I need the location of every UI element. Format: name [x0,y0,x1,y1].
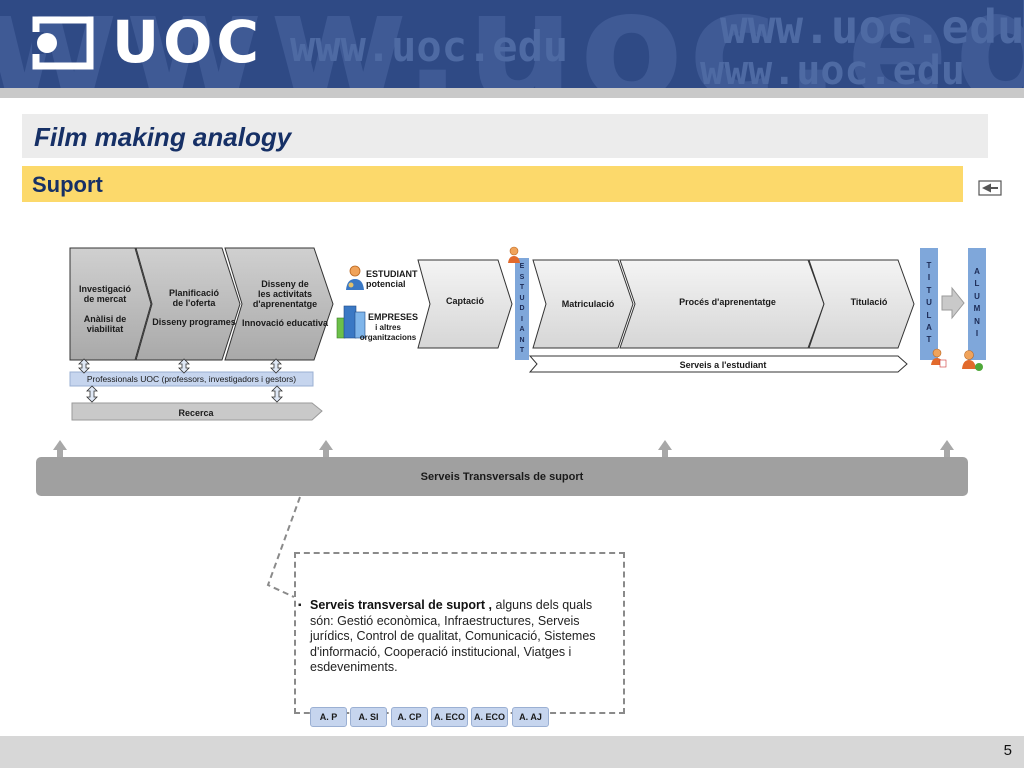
process-step-label: Matriculació [561,299,615,309]
process-step-shape [417,259,513,349]
process-step-shape [808,259,915,349]
up-arrow-icons [53,440,954,457]
planning-step-subtitle: Innovació educativa [241,318,329,328]
callout-leader-line [266,496,301,598]
estudiant-vertical-bar [515,258,529,360]
planning-step-shape [224,247,334,361]
area-tag: A. P [310,707,347,727]
header-url-tertiary: www.uoc.edu [700,48,965,88]
title-bar: Film making analogy [22,114,988,158]
transversal-services-label: Serveis Transversals de suport [420,471,584,483]
audience-companies-subtitle: i altres organitzacions [359,323,417,342]
callout-box: ▪ Serveis transversal de suport , alguns… [294,552,625,714]
titulat-vertical-bar [920,248,938,360]
process-step-label: Procés d'aprenentatge [679,297,776,307]
header-url-secondary: www.uoc.edu [720,0,1024,54]
student-person-icon [508,246,520,263]
callout-text: ▪ Serveis transversal de suport , alguns… [298,598,610,676]
uoc-logo-icon [32,16,94,70]
student-services-bar-label: Serveis a l'estudiant [679,360,767,370]
transition-arrow-icon [941,286,965,320]
planning-step-title: Investigació de mercat [78,284,132,304]
student-services-bar-shape [528,355,908,373]
area-tag: A. ECO [431,707,468,727]
callout-body-text: alguns dels quals són: Gestió econòmica,… [310,598,596,674]
page-title: Film making analogy [34,122,292,152]
recycle-person-icon [962,350,983,371]
header-divider [0,88,1024,98]
transversal-services-bar: Serveis Transversals de suport [36,457,968,496]
page-number: 5 [1003,742,1012,759]
area-tag: A. AJ [512,707,549,727]
page-subtitle: Suport [32,172,103,197]
research-bar-label: Recerca [178,408,214,418]
subtitle-bar: Suport [22,166,963,202]
research-bar-shape [71,402,323,421]
audience-student-label: ESTUDIANT potencial [366,269,418,289]
process-step-shape [619,259,825,349]
estudiant-vertical-label: E S T U D I A N T [519,263,525,354]
person-icon [346,265,364,290]
titulat-vertical-label: T I T U L A T [926,261,932,345]
area-tag: A. CP [391,707,428,727]
back-arrow-icon[interactable] [978,180,1002,196]
footer-bar: 5 [0,736,1024,768]
certificate-person-icon [931,348,947,368]
area-tag: A. ECO [471,707,508,727]
area-tag: A. SI [350,707,387,727]
planning-step-shape [135,247,241,361]
audience-companies-title: EMPRESES [368,312,419,322]
header-banner: www.uoc.edu www.uoc.edu www.uoc.edu www.… [0,0,1024,88]
process-step-label: Titulació [850,297,888,307]
professionals-bar-label: Professionals UOC (professors, investiga… [86,374,297,384]
planning-step-title: Planificació de l'oferta [168,288,220,308]
professionals-bar-shape [69,371,314,387]
header-watermark: www.uoc.edu [0,0,1024,88]
alumni-vertical-bar [968,248,986,360]
buildings-icon [336,305,366,339]
planning-step-shape [69,247,152,361]
planning-step-subtitle: Anàlisi de viabilitat [83,314,127,334]
uoc-logo-text: UOC [112,8,263,76]
process-step-shape [532,259,634,349]
process-step-label: Captació [445,296,484,306]
planning-step-subtitle: Disseny programes [152,317,236,327]
double-arrow-icons [78,358,283,403]
header-url: www.uoc.edu [290,22,569,71]
alumni-vertical-label: A L U M N I [973,267,981,339]
callout-bold-text: Serveis transversal de suport , [310,598,493,612]
bullet-icon: ▪ [298,600,302,611]
planning-step-title: Disseny de les activitats d'aprenentatge [252,279,318,309]
